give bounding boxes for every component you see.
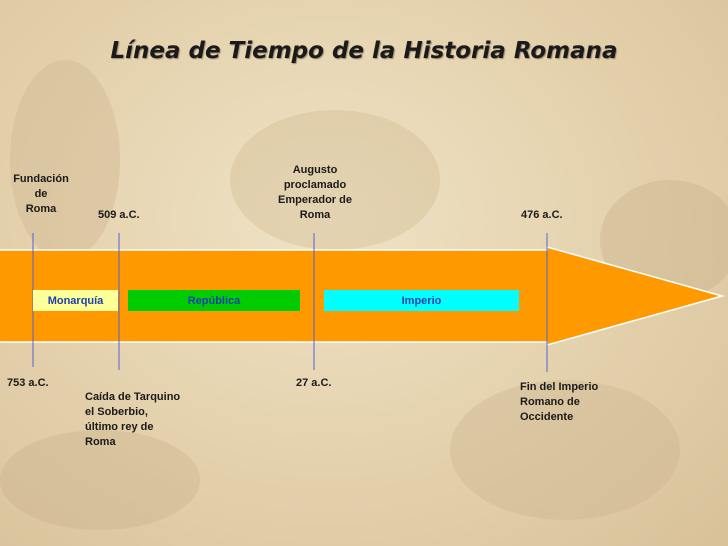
period-republica: República bbox=[128, 290, 300, 311]
background-cup-bottom-right bbox=[450, 380, 680, 520]
date-476: 476 a.C. bbox=[521, 209, 563, 221]
event-fundacion: Fundación de Roma bbox=[13, 173, 69, 215]
background-vessel-center bbox=[230, 110, 440, 250]
background-vessel-left bbox=[10, 60, 120, 260]
event-fin-imperio: Fin del Imperio Romano de Occidente bbox=[520, 381, 599, 423]
background-bowl-bottom-left bbox=[0, 430, 200, 530]
date-27: 27 a.C. bbox=[296, 377, 332, 389]
date-753: 753 a.C. bbox=[7, 377, 49, 389]
date-509: 509 a.C. bbox=[98, 209, 140, 221]
event-caida-tarquino: Caída de Tarquino el Soberbio, último re… bbox=[85, 391, 181, 448]
period-monarquia: Monarquía bbox=[33, 290, 118, 311]
page-title: Línea de Tiempo de la Historia Romana bbox=[110, 38, 618, 64]
period-imperio: Imperio bbox=[324, 290, 519, 311]
event-augusto: Augusto proclamado Emperador de Roma bbox=[278, 164, 352, 221]
